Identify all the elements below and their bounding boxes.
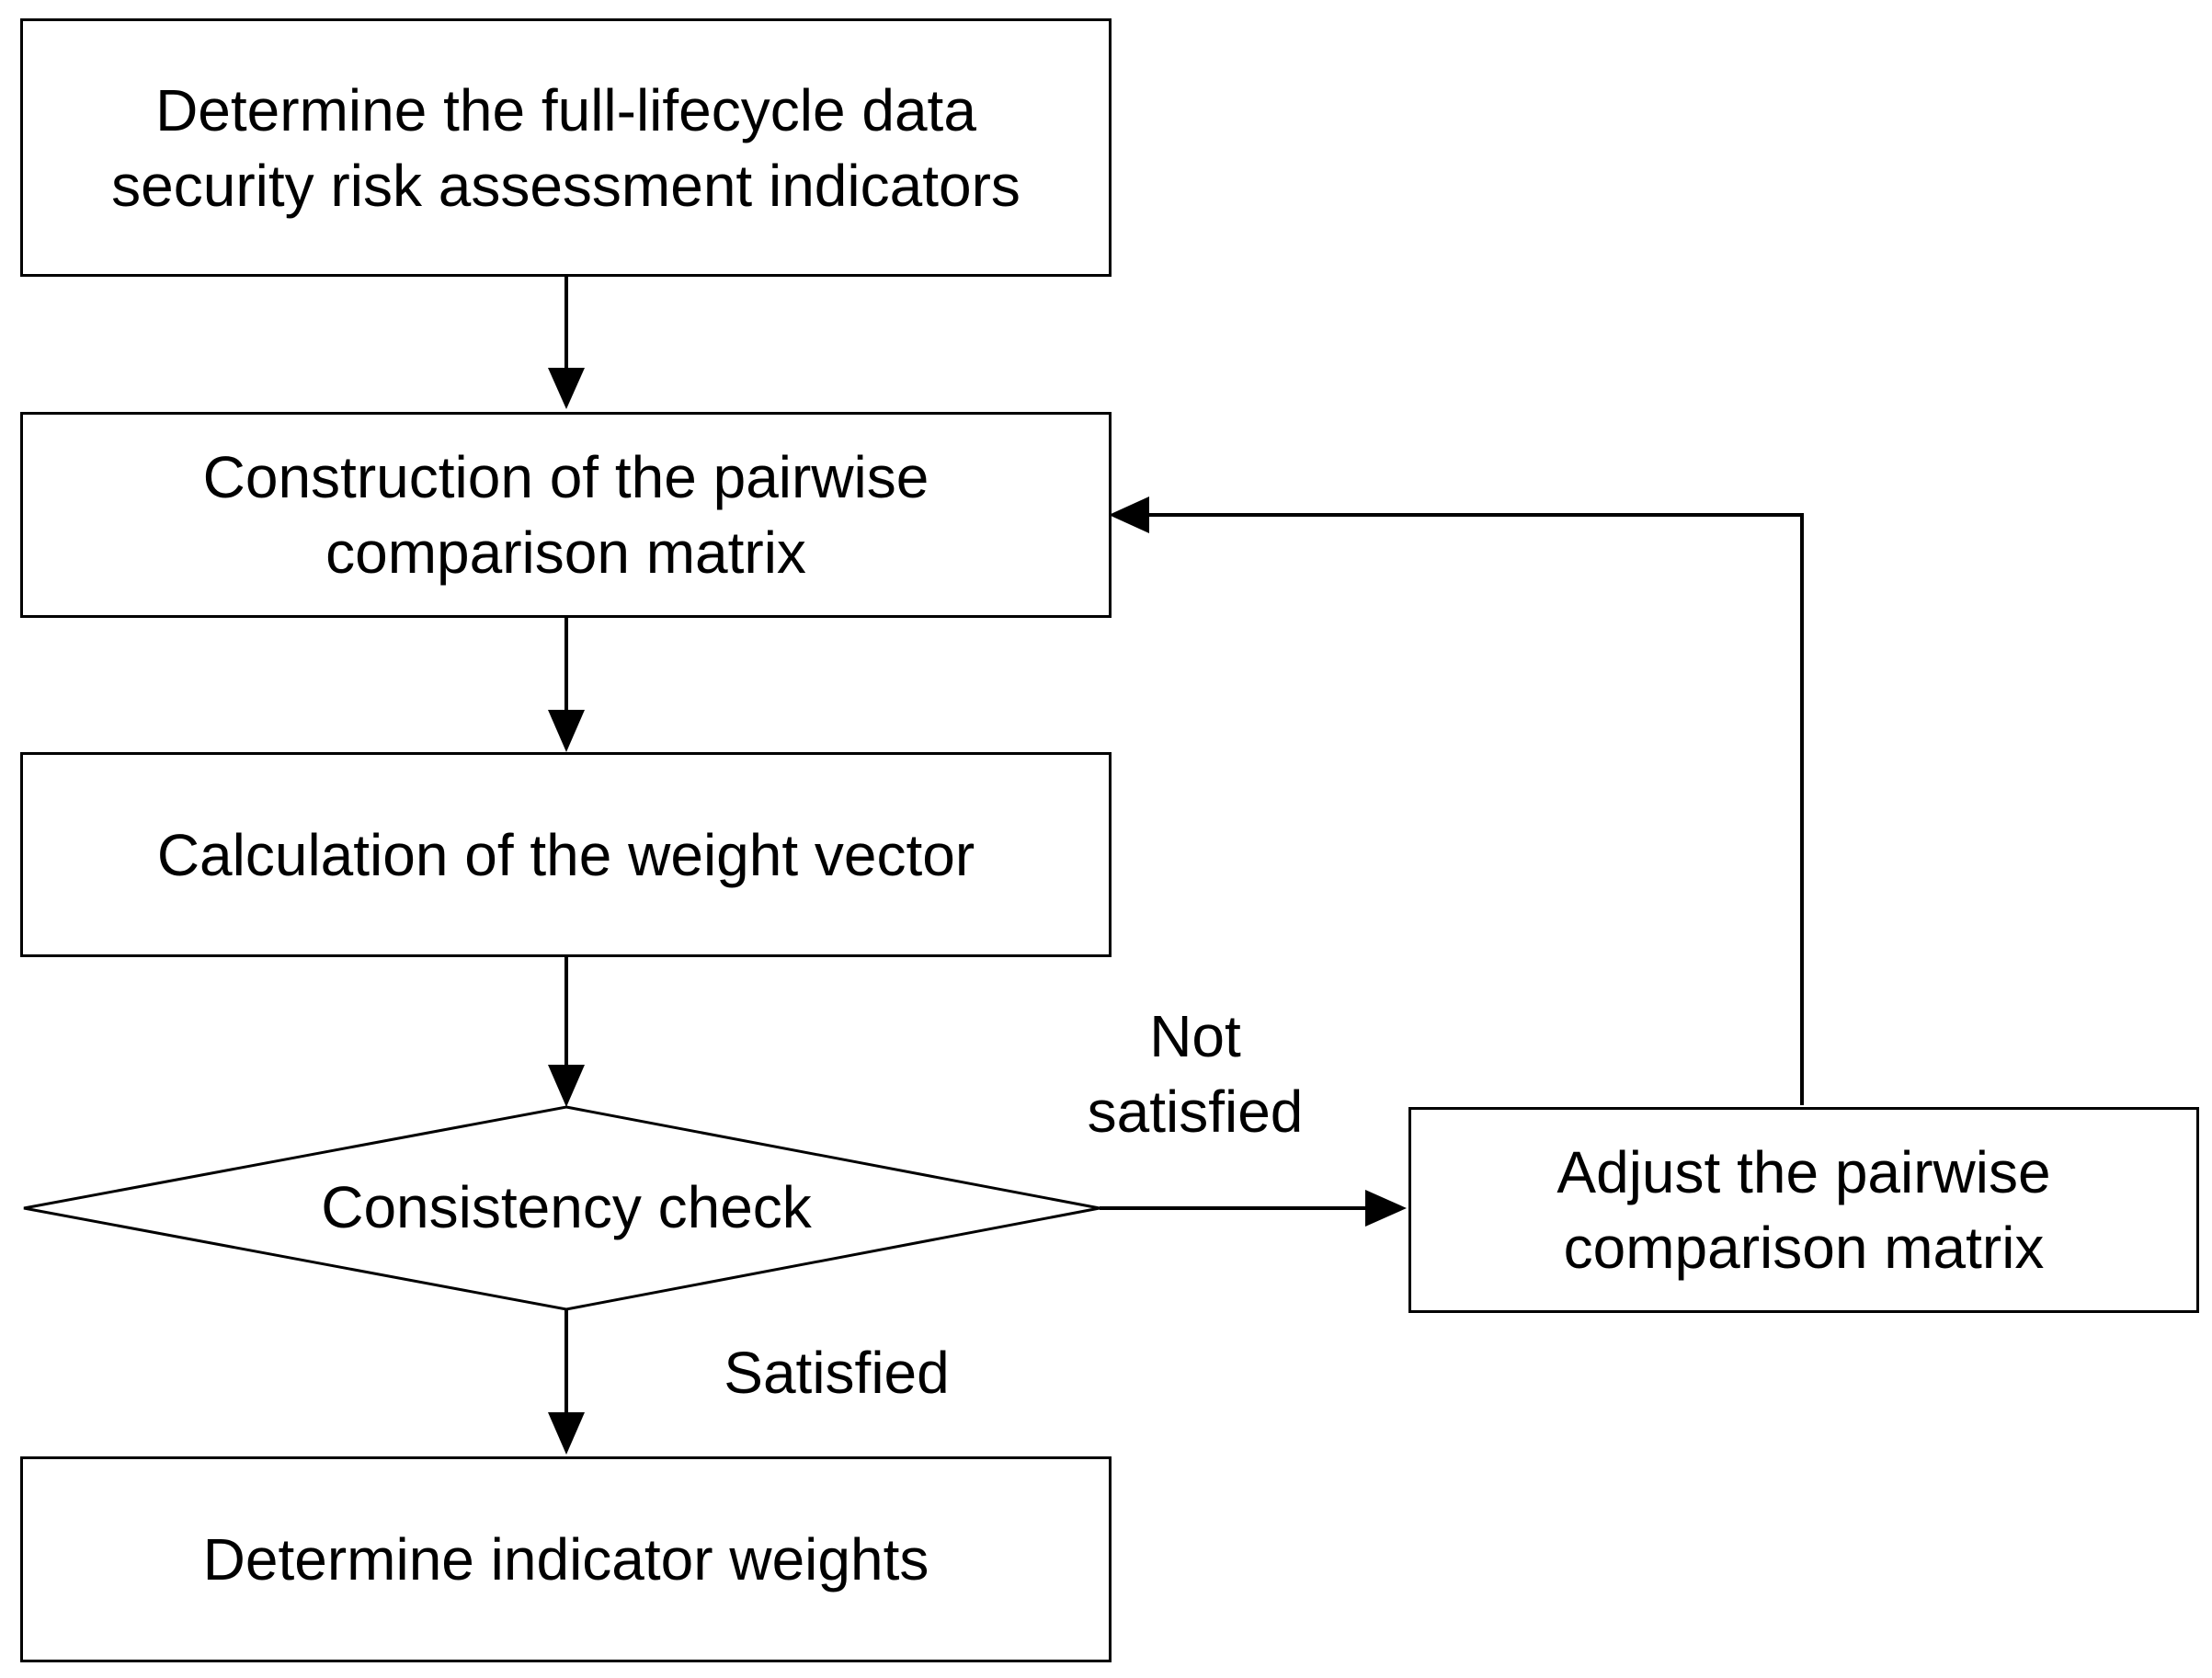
arrow-adjust-to-matrix xyxy=(1109,497,1804,1105)
determine-indicators-text: Determine the full-lifecycle data securi… xyxy=(111,76,1020,219)
adjust-matrix-box: Adjust the pairwise comparison matrix xyxy=(1408,1107,2199,1313)
arrow-indicators-to-matrix xyxy=(548,276,585,409)
adjust-matrix-text: Adjust the pairwise comparison matrix xyxy=(1556,1139,2051,1281)
weight-vector-box: Calculation of the weight vector xyxy=(20,752,1112,957)
consistency-check-diamond xyxy=(23,1105,1100,1311)
arrow-matrix-to-weight-vector xyxy=(548,618,585,752)
consistency-check-text: Consistency check xyxy=(321,1174,812,1240)
determine-indicators-box: Determine the full-lifecycle data securi… xyxy=(20,18,1112,277)
arrow-check-to-adjust xyxy=(1100,1190,1407,1227)
satisfied-label: Satisfied xyxy=(724,1340,950,1406)
construct-matrix-box: Construction of the pairwise comparison … xyxy=(20,412,1112,618)
arrow-check-to-weights xyxy=(548,1309,585,1455)
determine-weights-box: Determine indicator weights xyxy=(20,1456,1112,1662)
determine-weights-text: Determine indicator weights xyxy=(202,1526,929,1592)
arrow-weight-vector-to-check xyxy=(548,956,585,1107)
weight-vector-text: Calculation of the weight vector xyxy=(156,821,975,888)
construct-matrix-text: Construction of the pairwise comparison … xyxy=(202,444,929,586)
not-satisfied-label: Not satisfied xyxy=(1087,1003,1304,1145)
